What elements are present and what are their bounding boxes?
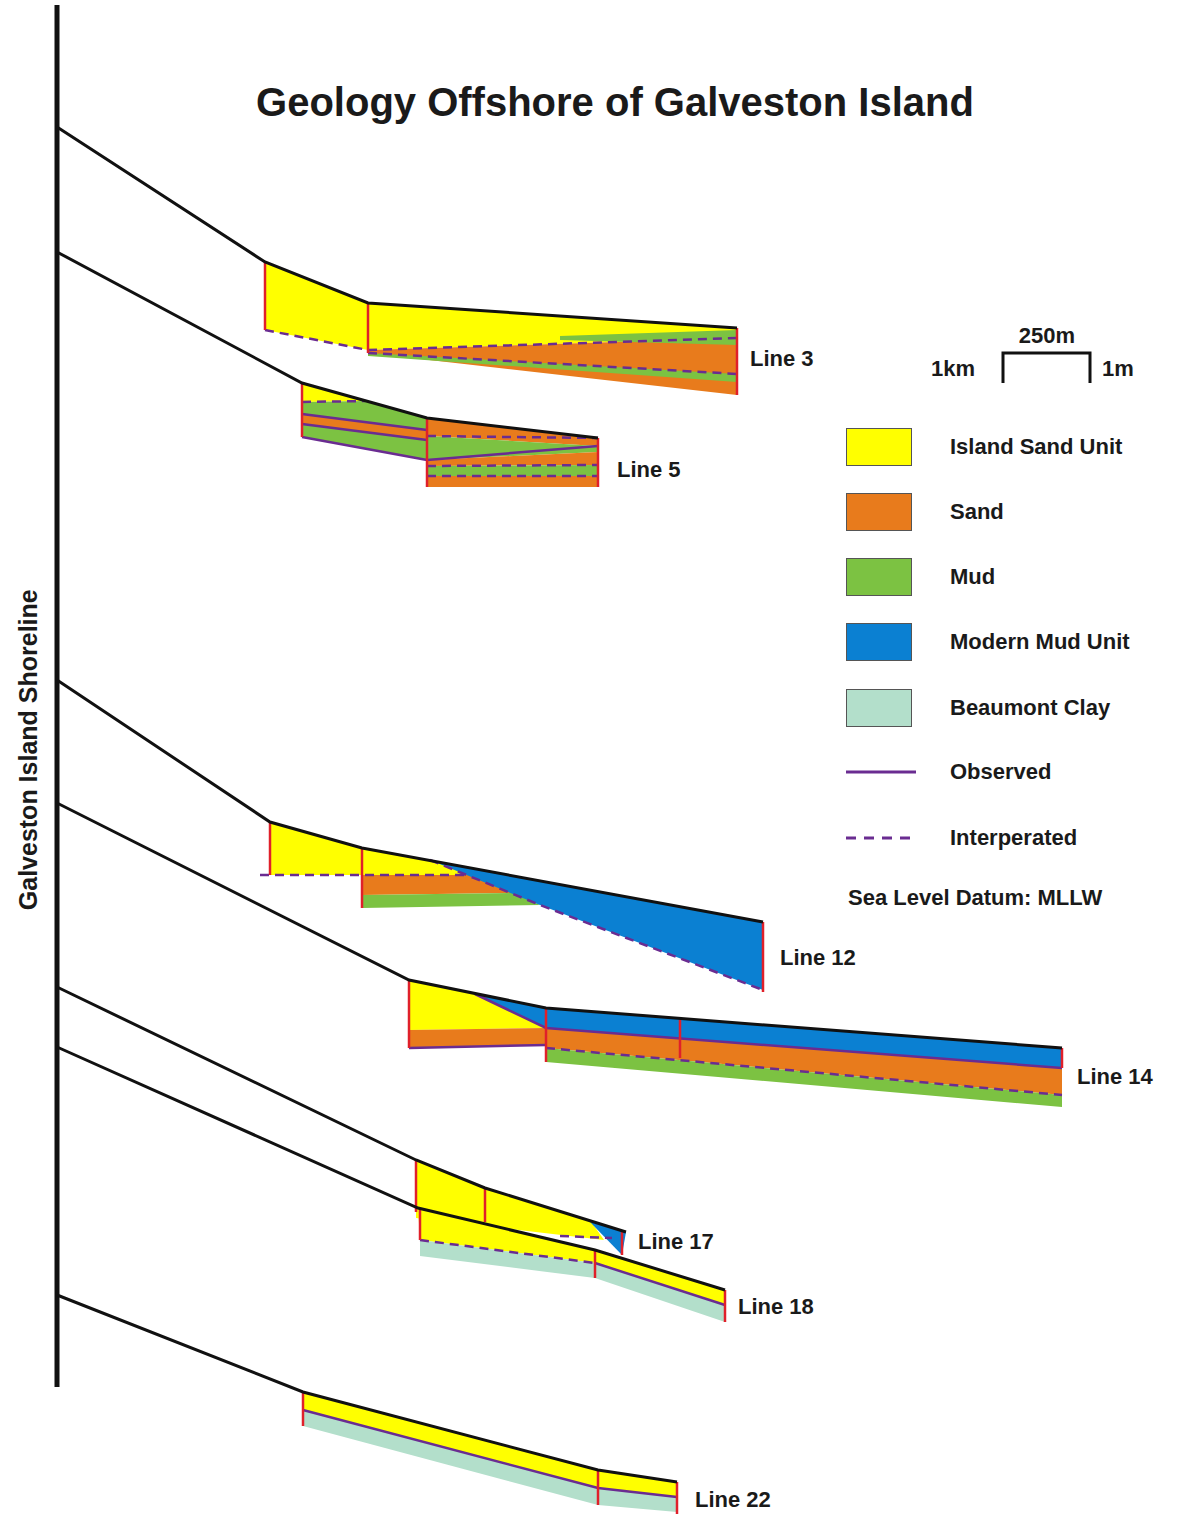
line-label: Line 14	[1077, 1065, 1153, 1089]
scale-bracket	[1003, 353, 1090, 383]
observed-contacts	[302, 414, 1062, 1497]
legend-swatch	[846, 623, 912, 661]
line-label: Line 5	[617, 458, 681, 482]
line-label: Line 18	[738, 1295, 814, 1319]
line-label: Line 22	[695, 1488, 771, 1512]
legend-text: Beaumont Clay	[950, 696, 1110, 720]
legend-swatch	[846, 493, 912, 531]
line-label: Line 3	[750, 347, 814, 371]
diagram-title: Geology Offshore of Galveston Island	[256, 80, 974, 124]
legend-swatch	[846, 689, 912, 727]
legend-text: Sand	[950, 500, 1004, 524]
legend-text: Observed	[950, 760, 1052, 784]
legend-swatch	[846, 428, 912, 466]
datum-note: Sea Level Datum: MLLW	[848, 886, 1102, 910]
legend-line-sample	[846, 833, 918, 843]
scale-label: 1km	[931, 357, 975, 381]
legend-line-sample	[846, 767, 918, 777]
interpreted-contacts	[260, 330, 1062, 1263]
legend-text: Modern Mud Unit	[950, 630, 1130, 654]
seafloor-profiles	[57, 5, 1062, 1482]
legend-text: Interperated	[950, 826, 1077, 850]
legend-text: Island Sand Unit	[950, 435, 1122, 459]
legend-text: Mud	[950, 565, 995, 589]
line-label: Line 17	[638, 1230, 714, 1254]
line-label: Line 12	[780, 946, 856, 970]
scale-label: 250m	[1019, 324, 1075, 348]
shoreline-label: Galveston Island Shoreline	[14, 590, 42, 911]
scale-label: 1m	[1102, 357, 1134, 381]
legend-swatch	[846, 558, 912, 596]
